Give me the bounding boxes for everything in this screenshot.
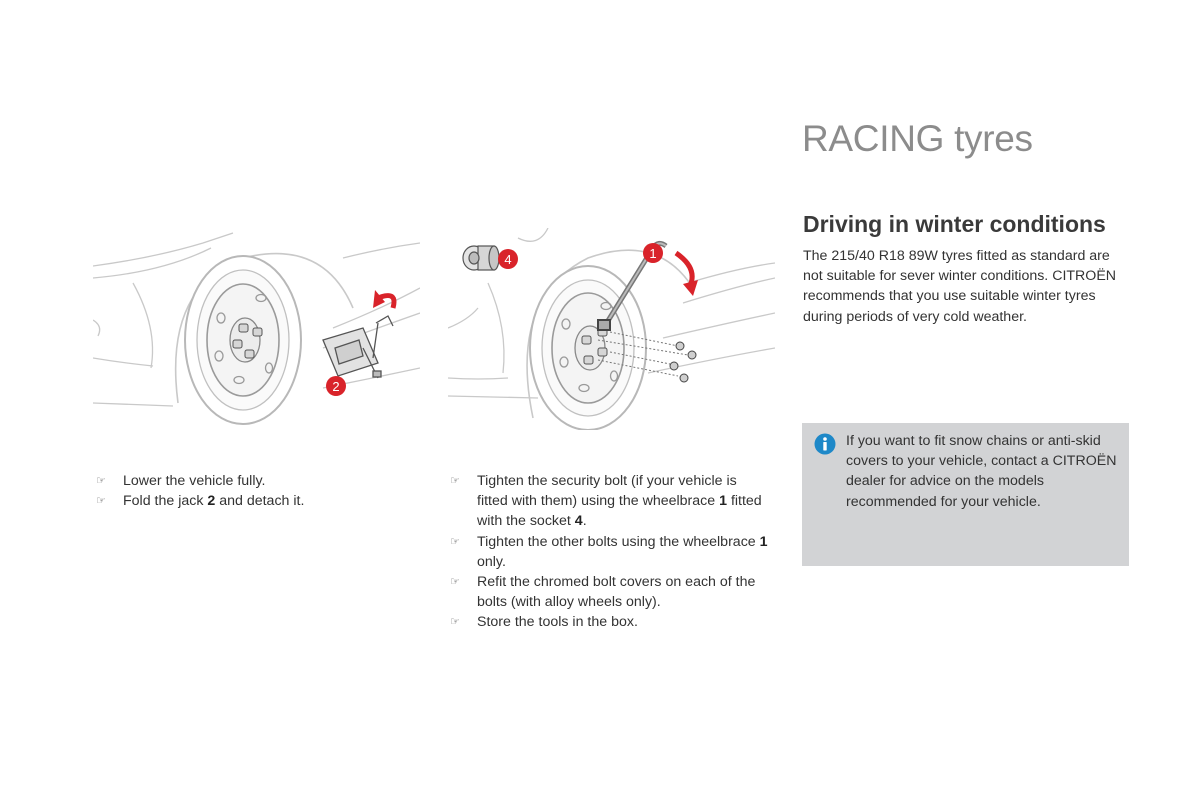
callout-1: 1 [649, 246, 656, 261]
callout-2: 2 [332, 379, 339, 394]
step-text: Tighten the security bolt (if your vehic… [477, 473, 737, 510]
step-ref-number: 1 [759, 533, 768, 550]
step-item: ☞ Store the tools in the box. [450, 612, 770, 632]
pointing-hand-icon: ☞ [96, 475, 106, 487]
step-text: Lower the vehicle fully. [123, 473, 266, 489]
steps-list-middle: ☞ Tighten the security bolt (if your vehi… [450, 471, 770, 633]
step-item: ☞ Tighten the security bolt (if your vehi… [450, 471, 770, 532]
step-item: ☞ Tighten the other bolts using the wheel… [450, 532, 770, 572]
pointing-hand-icon: ☞ [450, 576, 460, 589]
section-body: The 215/40 R18 89W tyres fitted as stand… [803, 248, 1117, 325]
wheelbrace-drawing: 1 4 [448, 228, 775, 430]
jack-illustration: 2 [93, 228, 420, 430]
section-heading: Driving in winter conditions [803, 211, 1106, 237]
step-item: ☞ Refit the chromed bolt covers on each o… [450, 572, 770, 612]
pointing-hand-icon: ☞ [450, 616, 460, 629]
callout-4: 4 [504, 252, 511, 267]
wheelbrace-illustration: 1 4 [448, 228, 775, 430]
step-text: Tighten the other bolts using the wheelb… [477, 533, 760, 550]
steps-list-left: ☞Lower the vehicle fully.☞Fold the jack … [96, 471, 396, 511]
pointing-hand-icon: ☞ [450, 535, 460, 548]
step-ref-number: 4 [574, 513, 583, 530]
step-text: only. [477, 553, 506, 570]
step-text: . [582, 513, 587, 530]
step-item: ☞ Fold the jack 2 and detach it. [96, 491, 396, 511]
step-text: Refit the chromed bolt covers on each of… [477, 574, 756, 611]
pointing-hand-icon: ☞ [450, 475, 460, 487]
step-text: fitted with the socket [477, 493, 762, 530]
jack-drawing: 2 [93, 232, 420, 425]
step-ref-number: 1 [719, 493, 727, 510]
step-text: and detach it. [215, 493, 305, 510]
page-title: RACING tyres [802, 118, 1033, 159]
pointing-hand-icon: ☞ [96, 495, 106, 508]
step-text: Fold the jack [123, 493, 208, 510]
step-item: ☞ Lower the vehicle fully. [96, 471, 396, 491]
step-text: Store the tools in the box. [477, 614, 638, 631]
step-ref-number: 2 [207, 493, 216, 510]
info-box: If you want to fit snow chains or anti-s… [802, 423, 1129, 566]
info-text: If you want to fit snow chains or anti-s… [846, 433, 1117, 510]
info-icon [814, 433, 836, 455]
